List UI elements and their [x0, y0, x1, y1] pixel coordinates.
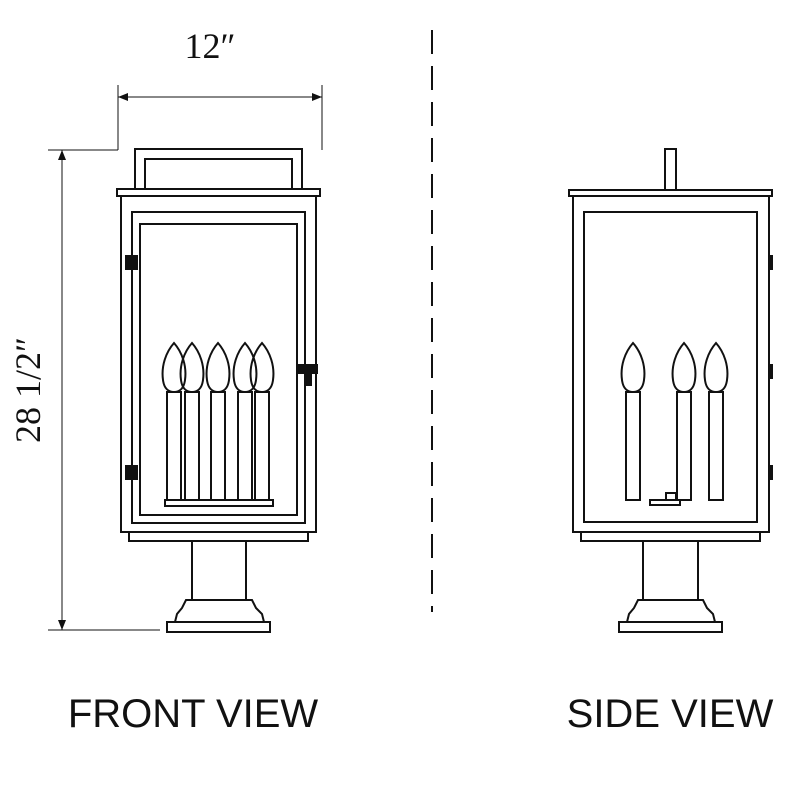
flame-icon — [205, 341, 231, 394]
flame-icon — [671, 341, 697, 394]
flame-icon — [249, 341, 275, 394]
flame-icon — [703, 341, 729, 394]
front-view-lantern — [116, 148, 321, 633]
flame-icon — [620, 341, 646, 394]
side-view-lantern — [568, 148, 773, 633]
candle — [249, 341, 275, 501]
latch-icon — [298, 364, 318, 374]
flame-icon — [232, 341, 258, 394]
height-label: 28 1/2″ — [8, 337, 48, 443]
hinge-icon — [125, 465, 138, 480]
width-label: 12″ — [185, 26, 236, 66]
candle — [205, 341, 231, 501]
side-view-label: SIDE VIEW — [567, 692, 774, 736]
width-dimension: 12″ — [117, 26, 323, 150]
candle — [703, 341, 729, 501]
flame-icon — [179, 341, 205, 394]
hinge-icon — [125, 255, 138, 270]
candle — [232, 341, 258, 501]
height-dimension: 28 1/2″ — [8, 149, 160, 631]
candle — [620, 341, 646, 501]
flame-icon — [161, 341, 187, 394]
candle — [671, 341, 697, 501]
front-view-label: FRONT VIEW — [68, 692, 319, 736]
